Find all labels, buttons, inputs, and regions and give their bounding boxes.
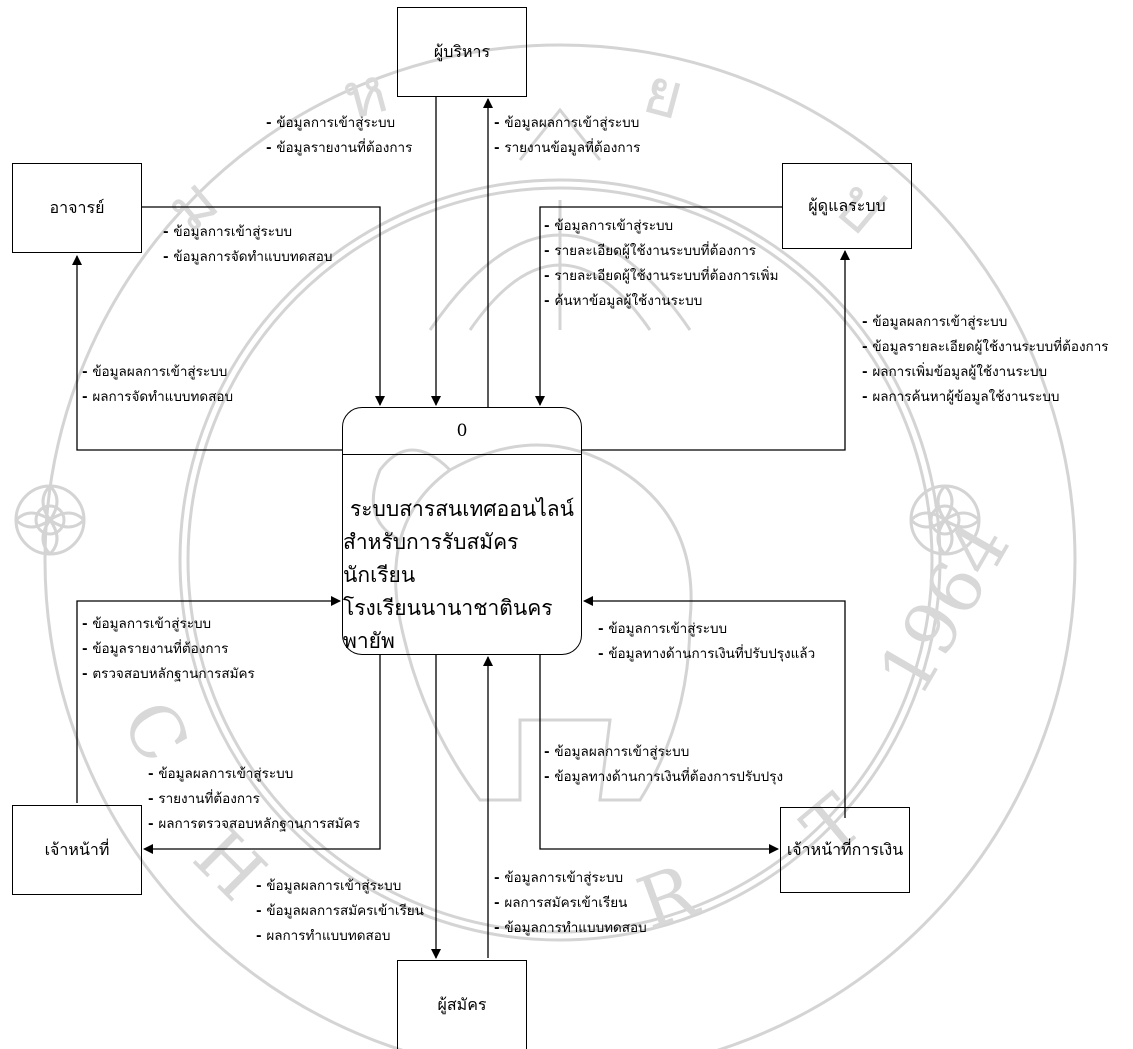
- flow-item: ข้อมูลการเข้าสู่ระบบ: [494, 866, 647, 891]
- flow-item: ข้อมูลการเข้าสู่ระบบ: [82, 612, 255, 637]
- flow-item: ข้อมูลรายงานที่ต้องการ: [266, 136, 412, 161]
- flow-item: ค้นหาข้อมูลผู้ใช้งานระบบ: [544, 289, 778, 314]
- flow-label-teacher-in: ข้อมูลการเข้าสู่ระบบ ข้อมูลการจัดทำแบบทด…: [163, 220, 332, 270]
- flow-item: ข้อมูลผลการเข้าสู่ระบบ: [148, 762, 360, 787]
- flow-item: ข้อมูลผลการเข้าสู่ระบบ: [544, 740, 783, 765]
- entity-admin: ผู้ดูแลระบบ: [782, 163, 912, 249]
- flow-label-staff-out: ข้อมูลผลการเข้าสู่ระบบ รายงานที่ต้องการ …: [148, 762, 360, 837]
- flow-label-teacher-out: ข้อมูลผลการเข้าสู่ระบบ ผลการจัดทำแบบทดสอ…: [82, 360, 233, 410]
- entity-finance: เจ้าหน้าที่การเงิน: [780, 807, 910, 893]
- flow-process-to-teacher: [72, 255, 342, 451]
- flow-label-executive-out: ข้อมูลผลการเข้าสู่ระบบ รายงานข้อมูลที่ต้…: [494, 111, 640, 161]
- flow-item: ข้อมูลผลการเข้าสู่ระบบ: [862, 310, 1109, 335]
- flow-item: ข้อมูลการจัดทำแบบทดสอบ: [163, 245, 332, 270]
- flow-label-staff-in: ข้อมูลการเข้าสู่ระบบ ข้อมูลรายงานที่ต้อง…: [82, 612, 255, 687]
- flow-label-executive-in: ข้อมูลการเข้าสู่ระบบ ข้อมูลรายงานที่ต้อง…: [266, 111, 412, 161]
- flow-item: รายงานข้อมูลที่ต้องการ: [494, 136, 640, 161]
- process-name-line-1: ระบบสารสนเทศออนไลน์: [350, 497, 574, 521]
- flow-label-finance-out: ข้อมูลผลการเข้าสู่ระบบ ข้อมูลทางด้านการเ…: [544, 740, 783, 790]
- flow-item: ผลการค้นหาผู้ข้อมูลใช้งานระบบ: [862, 385, 1109, 410]
- flow-item: ข้อมูลการเข้าสู่ระบบ: [598, 617, 815, 642]
- flow-item: ข้อมูลทางด้านการเงินที่ต้องการปรับปรุง: [544, 765, 783, 790]
- flow-item: ผลการตรวจสอบหลักฐานการสมัคร: [148, 812, 360, 837]
- flow-process-to-staff: [143, 655, 381, 854]
- flow-label-applicant-out: ข้อมูลผลการเข้าสู่ระบบ ข้อมูลผลการสมัครเ…: [256, 874, 424, 949]
- flow-item: ข้อมูลการทำแบบทดสอบ: [494, 916, 646, 941]
- flow-admin-to-process: [535, 206, 782, 406]
- flow-label-finance-in: ข้อมูลการเข้าสู่ระบบ ข้อมูลทางด้านการเงิ…: [598, 617, 815, 667]
- flow-item: ผลการสมัครเข้าเรียน: [494, 891, 647, 916]
- entity-applicant: ผู้สมัคร: [397, 960, 527, 1049]
- entity-executive: ผู้บริหาร: [397, 7, 527, 97]
- flow-item: ข้อมูลการเข้าสู่ระบบ: [266, 111, 412, 136]
- flow-item: ผลการจัดทำแบบทดสอบ: [82, 385, 233, 410]
- flow-item: ข้อมูลรายละเอียดผู้ใช้งานระบบที่ต้องการ: [862, 335, 1108, 360]
- flow-item: ข้อมูลการเข้าสู่ระบบ: [163, 220, 332, 245]
- flow-item: ตรวจสอบหลักฐานการสมัคร: [82, 662, 254, 687]
- process-name-line-3: โรงเรียนนานาชาตินครพายัพ: [343, 596, 553, 653]
- entity-teacher: อาจารย์: [12, 163, 142, 253]
- flow-teacher-to-process: [142, 206, 385, 406]
- flow-item: ข้อมูลผลการเข้าสู่ระบบ: [256, 874, 424, 899]
- process-id: 0: [343, 408, 581, 455]
- flow-item: รายงานที่ต้องการ: [148, 787, 360, 812]
- flow-finance-to-process: [583, 596, 846, 818]
- flow-staff-to-process: [76, 596, 341, 803]
- flow-item: รายละเอียดผู้ใช้งานระบบที่ต้องการเพิ่ม: [544, 264, 778, 289]
- flow-item: ข้อมูลผลการเข้าสู่ระบบ: [82, 360, 233, 385]
- flow-item: ข้อมูลผลการเข้าสู่ระบบ: [494, 111, 640, 136]
- flow-label-admin-in: ข้อมูลการเข้าสู่ระบบ รายละเอียดผู้ใช้งาน…: [544, 214, 778, 314]
- flow-item: ผลการเพิ่มข้อมูลผู้ใช้งานระบบ: [862, 360, 1109, 385]
- flow-item: ข้อมูลการเข้าสู่ระบบ: [544, 214, 778, 239]
- flow-process-to-admin: [582, 250, 850, 451]
- process-name-line-2: สำหรับการรับสมัครนักเรียน: [343, 530, 519, 587]
- process-0: 0 ระบบสารสนเทศออนไลน์ สำหรับการรับสมัครน…: [342, 407, 582, 655]
- flow-label-admin-out: ข้อมูลผลการเข้าสู่ระบบ ข้อมูลรายละเอียดผ…: [862, 310, 1109, 410]
- flow-item: รายละเอียดผู้ใช้งานระบบที่ต้องการ: [544, 239, 778, 264]
- flow-process-to-finance: [539, 655, 779, 854]
- flow-item: ข้อมูลผลการสมัครเข้าเรียน: [256, 899, 424, 924]
- flow-item: ผลการทำแบบทดสอบ: [256, 924, 424, 949]
- flow-item: ข้อมูลรายงานที่ต้องการ: [82, 637, 255, 662]
- entity-staff: เจ้าหน้าที่: [12, 805, 142, 895]
- flow-label-applicant-in: ข้อมูลการเข้าสู่ระบบ ผลการสมัครเข้าเรียน…: [494, 866, 647, 941]
- process-name: ระบบสารสนเทศออนไลน์ สำหรับการรับสมัครนัก…: [343, 455, 581, 658]
- flow-item: ข้อมูลทางด้านการเงินที่ปรับปรุงแล้ว: [598, 642, 815, 667]
